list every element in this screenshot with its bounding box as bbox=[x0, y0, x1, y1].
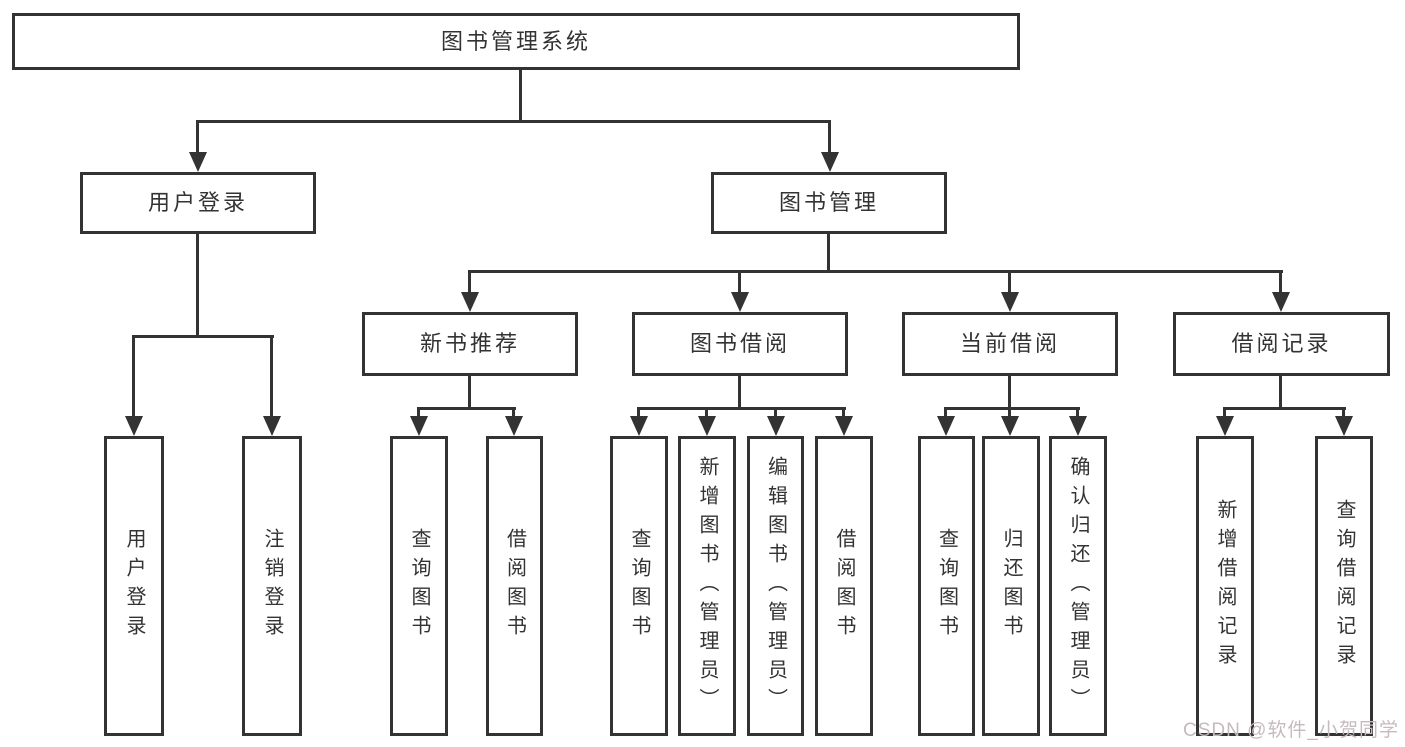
node-borrow-book-recommend: 借阅图书 bbox=[486, 436, 543, 736]
node-user-login-label: 用户登录 bbox=[123, 528, 145, 644]
arrowhead-down-icon bbox=[1076, 407, 1079, 416]
arrowhead-down-icon bbox=[842, 407, 845, 416]
node-borrow-book: 借阅图书 bbox=[815, 436, 873, 736]
connector-line bbox=[519, 70, 522, 123]
node-query-books-recommend-label: 查询图书 bbox=[408, 528, 430, 644]
connector-line bbox=[1008, 376, 1011, 410]
node-edit-book-admin-label: 编辑图书（管理员） bbox=[764, 455, 787, 717]
node-borrow-book-recommend-label: 借阅图书 bbox=[503, 528, 526, 644]
node-query-borrow-record-label: 查询借阅记录 bbox=[1333, 499, 1355, 673]
connector-line bbox=[1223, 407, 1346, 410]
node-add-borrow-record: 新增借阅记录 bbox=[1196, 436, 1254, 736]
node-query-books-borrow: 查询图书 bbox=[610, 436, 668, 736]
node-current-borrow: 当前借阅 bbox=[902, 312, 1118, 376]
arrowhead-down-icon bbox=[774, 407, 777, 416]
node-book-borrow: 图书借阅 bbox=[632, 312, 848, 376]
connector-line bbox=[1279, 376, 1282, 410]
arrowhead-down-icon bbox=[944, 407, 947, 416]
node-current-borrow-label: 当前借阅 bbox=[959, 331, 1060, 356]
arrowhead-down-icon bbox=[705, 407, 708, 416]
node-new-book-recommend: 新书推荐 bbox=[362, 312, 578, 376]
connector-line bbox=[417, 407, 516, 410]
node-confirm-return-admin-label: 确认归还（管理员） bbox=[1067, 455, 1089, 717]
node-user-login-branch: 用户登录 bbox=[80, 172, 316, 234]
node-book-management-branch-label: 图书管理 bbox=[778, 190, 879, 215]
connector-line bbox=[468, 270, 1283, 273]
connector-line bbox=[196, 234, 199, 338]
node-query-borrow-record: 查询借阅记录 bbox=[1315, 436, 1373, 736]
arrowhead-down-icon bbox=[1342, 407, 1345, 416]
node-borrow-records: 借阅记录 bbox=[1173, 312, 1390, 376]
arrowhead-down-icon bbox=[828, 120, 831, 152]
node-logout: 注销登录 bbox=[242, 436, 302, 736]
arrowhead-down-icon bbox=[196, 120, 199, 152]
connector-line bbox=[637, 407, 846, 410]
node-add-book-admin: 新增图书（管理员） bbox=[678, 436, 736, 736]
arrowhead-down-icon bbox=[1279, 270, 1282, 292]
connector-line bbox=[944, 407, 1080, 410]
connector-line bbox=[133, 335, 274, 338]
node-add-borrow-record-label: 新增借阅记录 bbox=[1214, 499, 1236, 673]
node-user-login: 用户登录 bbox=[104, 436, 164, 736]
node-root: 图书管理系统 bbox=[12, 13, 1020, 70]
node-add-book-admin-label: 新增图书（管理员） bbox=[696, 455, 718, 717]
node-edit-book-admin: 编辑图书（管理员） bbox=[747, 436, 804, 736]
node-borrow-records-label: 借阅记录 bbox=[1231, 331, 1332, 356]
node-new-book-recommend-label: 新书推荐 bbox=[419, 331, 520, 356]
arrowhead-down-icon bbox=[1223, 407, 1226, 416]
node-root-label: 图书管理系统 bbox=[440, 28, 591, 54]
node-query-books-recommend: 查询图书 bbox=[390, 436, 448, 736]
arrowhead-down-icon bbox=[270, 335, 273, 416]
connector-line bbox=[197, 120, 831, 123]
connector-line bbox=[468, 376, 471, 410]
connector-line bbox=[827, 234, 830, 273]
node-confirm-return-admin: 确认归还（管理员） bbox=[1049, 436, 1107, 736]
node-query-books-current-label: 查询图书 bbox=[935, 528, 958, 644]
node-borrow-book-label: 借阅图书 bbox=[833, 528, 855, 644]
connector-line bbox=[738, 376, 741, 410]
arrowhead-down-icon bbox=[1008, 270, 1011, 292]
csdn-watermark: CSDN @软件_小贺同学 bbox=[1183, 720, 1399, 741]
node-return-book: 归还图书 bbox=[982, 436, 1040, 736]
arrowhead-down-icon bbox=[132, 335, 135, 416]
node-book-management-branch: 图书管理 bbox=[711, 172, 947, 234]
arrowhead-down-icon bbox=[738, 270, 741, 292]
node-query-books-current: 查询图书 bbox=[918, 436, 975, 736]
arrowhead-down-icon bbox=[637, 407, 640, 416]
node-user-login-branch-label: 用户登录 bbox=[147, 190, 248, 215]
node-return-book-label: 归还图书 bbox=[1000, 528, 1022, 644]
arrowhead-down-icon bbox=[468, 270, 471, 292]
node-book-borrow-label: 图书借阅 bbox=[689, 331, 790, 356]
node-logout-label: 注销登录 bbox=[261, 528, 283, 644]
arrowhead-down-icon bbox=[417, 407, 420, 416]
arrowhead-down-icon bbox=[1008, 407, 1011, 416]
arrowhead-down-icon bbox=[512, 407, 515, 416]
node-query-books-borrow-label: 查询图书 bbox=[628, 528, 650, 644]
